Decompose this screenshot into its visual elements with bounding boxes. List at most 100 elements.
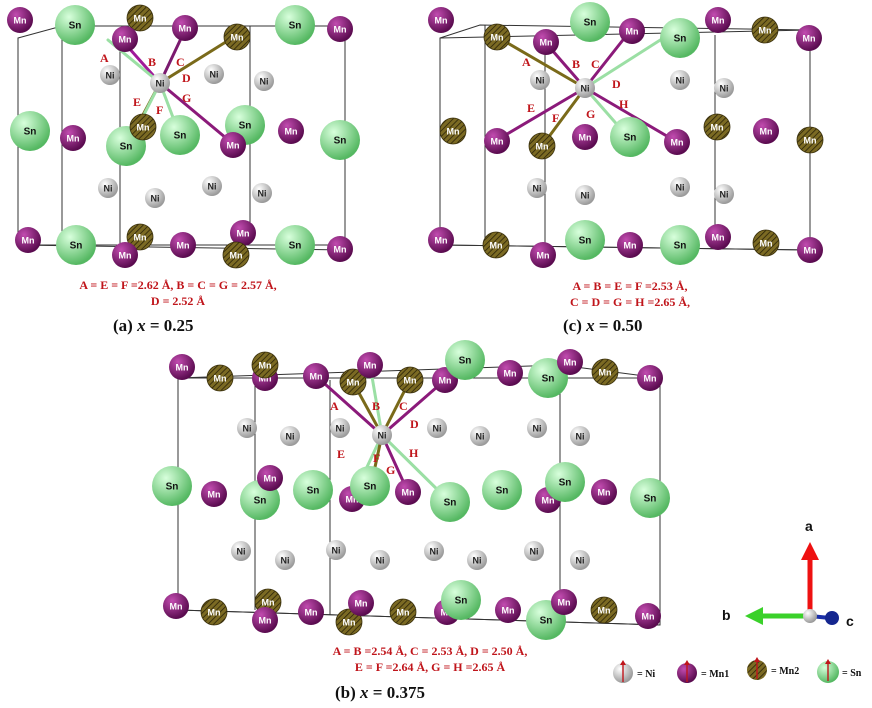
panel-a-mn1-atom: Mn xyxy=(112,242,138,268)
svg-text:Mn: Mn xyxy=(542,496,555,506)
panel-title-c-var: x xyxy=(586,316,595,335)
svg-text:Mn: Mn xyxy=(579,133,592,143)
panel-a-mn1-atom: Mn xyxy=(172,15,198,41)
svg-text:Ni: Ni xyxy=(260,77,269,87)
panel-c-sn-atom: Sn xyxy=(660,225,700,265)
svg-text:Mn: Mn xyxy=(491,137,504,147)
panel-title-a-var: x xyxy=(137,316,146,335)
panel-a-mn2-atom: Mn xyxy=(222,241,250,269)
panel-b-sn-atom: Sn xyxy=(528,358,568,398)
panel-b-mn1-atom: Mn xyxy=(635,603,661,629)
panel-b-sn-atom: Sn xyxy=(630,478,670,518)
svg-text:Mn: Mn xyxy=(305,608,318,618)
svg-text:Mn: Mn xyxy=(712,233,725,243)
panel-b-mn1-atom: Mn xyxy=(395,479,421,505)
panel-c-sn-atom: Sn xyxy=(660,18,700,58)
svg-text:Ni: Ni xyxy=(581,191,590,201)
panel-c-mn2-atom: Mn xyxy=(439,117,467,145)
caption-a-line2: D = 2.52 Å xyxy=(150,294,206,308)
panel-c-mn2-atom: Mn xyxy=(483,23,511,51)
svg-text:Ni: Ni xyxy=(476,432,485,442)
panel-a-mn1-atom: Mn xyxy=(220,132,246,158)
svg-text:Mn: Mn xyxy=(231,33,244,43)
svg-text:Sn: Sn xyxy=(496,486,509,497)
svg-text:Mn: Mn xyxy=(170,602,183,612)
panel-b-mn2-atom: Mn xyxy=(335,608,363,636)
legend-label-ni: = Ni xyxy=(637,669,655,680)
panel-b-ni-atom: Ni xyxy=(237,418,257,438)
bond-panel-a xyxy=(158,81,234,145)
svg-text:Mn: Mn xyxy=(334,25,347,35)
panel-b-mn1-atom: Mn xyxy=(163,593,189,619)
panel-c-mn1-atom: Mn xyxy=(664,129,690,155)
panel-c-mn1-atom: Mn xyxy=(428,227,454,253)
bond-panel-a xyxy=(158,33,239,85)
panel-b-mn1-atom: Mn xyxy=(303,363,329,389)
bond-panel-c xyxy=(497,36,587,90)
panel-b-ni-atom: Ni xyxy=(470,426,490,446)
panel-title-b-var: x xyxy=(360,683,369,702)
panel-b-mn1-atom: Mn xyxy=(497,360,523,386)
svg-text:Ni: Ni xyxy=(676,183,685,193)
svg-text:Mn: Mn xyxy=(759,26,772,36)
svg-text:Mn: Mn xyxy=(364,361,377,371)
svg-text:Mn: Mn xyxy=(712,16,725,26)
svg-text:Mn: Mn xyxy=(285,127,298,137)
panel-b-mn1-atom: Mn xyxy=(357,352,383,378)
svg-text:Mn: Mn xyxy=(177,241,190,251)
bond-label-e: E xyxy=(133,95,141,109)
svg-text:Sn: Sn xyxy=(364,482,377,493)
svg-text:Sn: Sn xyxy=(239,121,252,132)
svg-text:Mn: Mn xyxy=(626,27,639,37)
panel-a-mn1-atom: Mn xyxy=(112,26,138,52)
svg-text:Mn: Mn xyxy=(134,14,147,24)
bond-panel-c xyxy=(495,86,587,142)
panel-c-mn1-atom: Mn xyxy=(753,118,779,144)
panel-a-mn1-atom: Mn xyxy=(7,7,33,33)
svg-text:Mn: Mn xyxy=(644,374,657,384)
caption-b-line1: A = B =2.54 Å, C = 2.53 Å, D = 2.50 Å, xyxy=(332,644,528,658)
svg-text:Sn: Sn xyxy=(674,241,687,252)
spin-arrowhead-icon xyxy=(754,657,760,662)
legend-item-mn2: = Mn2 xyxy=(747,657,799,680)
panel-a-sn-atom: Sn xyxy=(10,111,50,151)
panel-b-mn2-atom: Mn xyxy=(389,598,417,626)
svg-text:Ni: Ni xyxy=(530,547,539,557)
caption-b-line2: E = F =2.64 Å, G = H =2.65 Å xyxy=(354,660,506,674)
svg-text:Mn: Mn xyxy=(259,616,272,626)
svg-text:Mn: Mn xyxy=(447,127,460,137)
panel-a-ni-atom: Ni xyxy=(204,64,224,84)
svg-text:Mn: Mn xyxy=(490,241,503,251)
svg-text:Sn: Sn xyxy=(120,142,133,153)
svg-text:Mn: Mn xyxy=(137,123,150,133)
svg-text:Mn: Mn xyxy=(504,369,517,379)
panel-b-mn1-atom: Mn xyxy=(298,599,324,625)
axis-b-arrowhead xyxy=(745,607,763,625)
svg-text:Mn: Mn xyxy=(208,490,221,500)
svg-text:Mn: Mn xyxy=(14,16,27,26)
panel-b-sn-atom: Sn xyxy=(430,482,470,522)
svg-text:Ni: Ni xyxy=(258,189,267,199)
panel-c-ni-atom: Ni xyxy=(714,184,734,204)
panel-b-mn1-atom: Mn xyxy=(257,465,283,491)
axis-origin xyxy=(803,609,817,623)
svg-text:Ni: Ni xyxy=(720,190,729,200)
bond-panel-b xyxy=(314,374,384,437)
svg-text:Mn: Mn xyxy=(404,376,417,386)
bond-panel-c xyxy=(583,86,679,144)
svg-text:Mn: Mn xyxy=(237,229,250,239)
panel-c-mn1-atom: Mn xyxy=(796,25,822,51)
svg-text:Sn: Sn xyxy=(459,356,472,367)
svg-text:Sn: Sn xyxy=(542,374,555,385)
svg-text:Ni: Ni xyxy=(536,76,545,86)
panel-c-mn2-atom: Mn xyxy=(703,113,731,141)
panel-b-mn1-atom: Mn xyxy=(201,481,227,507)
panel-title-a-prefix: (a) xyxy=(113,316,138,335)
svg-text:Ni: Ni xyxy=(151,194,160,204)
svg-text:Ni: Ni xyxy=(243,424,252,434)
panel-c-mn1-atom: Mn xyxy=(484,128,510,154)
panel-c-mn1-atom: Mn xyxy=(705,7,731,33)
legend-label-mn1: = Mn1 xyxy=(701,669,729,680)
svg-text:Ni: Ni xyxy=(286,432,295,442)
